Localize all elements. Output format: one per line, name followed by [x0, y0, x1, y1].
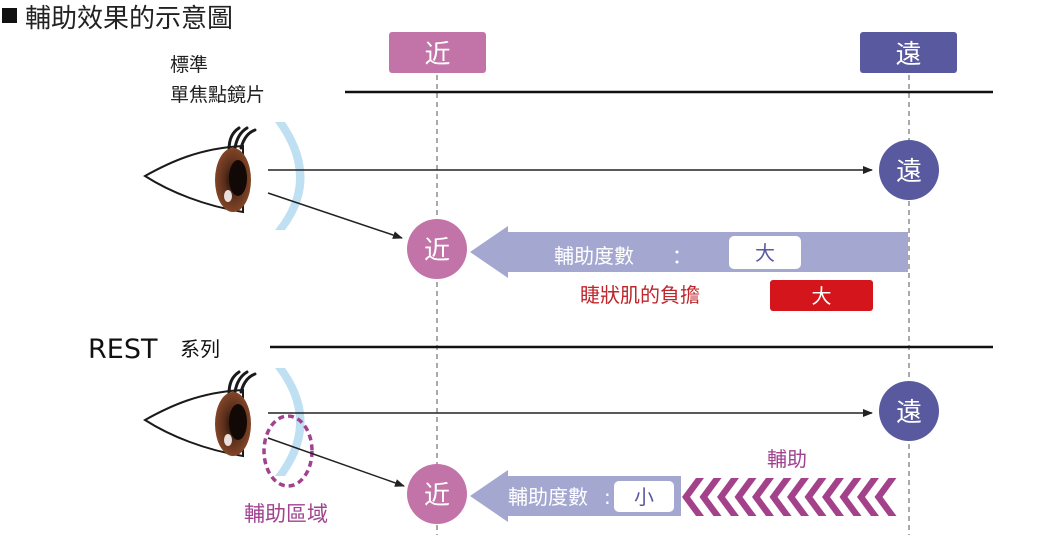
- chevron-icon: [682, 478, 704, 516]
- chevron-icon: [752, 478, 774, 516]
- rest-eye-icon: [143, 370, 257, 458]
- standard-lens: [275, 122, 305, 230]
- standard-label-line1: 標準: [170, 54, 208, 76]
- page-title: 輔助效果的示意圖: [25, 4, 233, 34]
- near-header-label: 近: [424, 40, 450, 70]
- title-block: 輔助效果的示意圖: [2, 4, 233, 34]
- chevron-icon: [839, 478, 862, 516]
- standard-far-badge: 遠: [879, 140, 939, 200]
- chevron-icon: [769, 478, 792, 516]
- near-header-box: [389, 32, 486, 73]
- rest-label-sub: 系列: [180, 337, 220, 361]
- far-header-box: [860, 32, 957, 73]
- far-header-label: 遠: [895, 40, 921, 70]
- chevron-icon: [734, 478, 757, 516]
- standard-burden-value: 大: [812, 284, 832, 308]
- rest-section: REST 系列 輔助區域 遠 近 輔助度數 : 小 輔助: [88, 334, 993, 526]
- rest-assist-zone-label: 輔助區域: [244, 502, 328, 526]
- title-square-icon: [2, 8, 17, 23]
- rest-far-label: 遠: [896, 398, 922, 428]
- rest-assist-label: 輔助度數: [508, 485, 588, 509]
- standard-near-label: 近: [424, 236, 450, 266]
- chevron-icon: [822, 478, 844, 516]
- rest-assist-arrow-label: 輔助: [767, 447, 807, 471]
- rest-assist-value-box: [614, 481, 674, 512]
- rest-label-main: REST: [88, 334, 158, 365]
- rest-near-label: 近: [424, 481, 450, 511]
- standard-far-label: 遠: [896, 157, 922, 187]
- standard-section: 標準 單焦點鏡片 遠 近 輔助度數 ： 大 睫狀肌的負擔 大: [143, 54, 993, 311]
- far-column-header: 遠: [860, 32, 957, 73]
- chevron-icon: [699, 478, 722, 516]
- chevron-icon: [804, 478, 827, 516]
- standard-burden-label: 睫狀肌的負擔: [580, 283, 700, 307]
- near-column-header: 近: [389, 32, 486, 73]
- standard-assist-colon: ：: [672, 244, 692, 268]
- rest-far-badge: 遠: [879, 381, 939, 441]
- standard-label-line2: 單焦點鏡片: [170, 84, 265, 106]
- standard-near-badge: 近: [407, 219, 467, 279]
- chevron-icon: [857, 478, 879, 516]
- chevron-icon: [717, 478, 739, 516]
- standard-assist-label: 輔助度數: [554, 244, 634, 268]
- standard-assist-value: 大: [755, 241, 775, 265]
- chevron-icon: [874, 478, 897, 516]
- rest-assist-zone-outline: [262, 414, 314, 488]
- standard-near-ray: [267, 192, 403, 239]
- standard-burden-value-box: [770, 280, 873, 311]
- rest-assist-chevrons: [682, 478, 897, 516]
- standard-assist-value-box: [729, 236, 801, 269]
- rest-near-badge: 近: [407, 464, 467, 524]
- rest-assist-value: 小: [634, 485, 654, 509]
- standard-eye-icon: [143, 126, 257, 214]
- rest-near-ray: [267, 437, 405, 487]
- chevron-icon: [787, 478, 809, 516]
- rest-assist-colon: :: [604, 485, 611, 509]
